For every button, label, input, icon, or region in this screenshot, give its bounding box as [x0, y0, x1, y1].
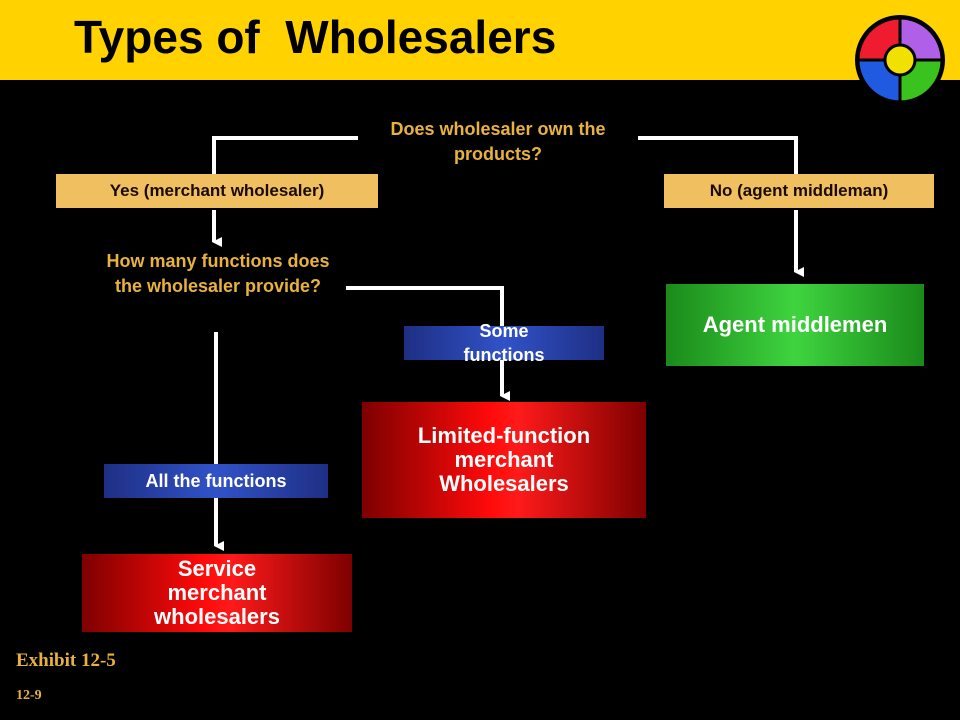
title-bar: Types of Wholesalers	[0, 0, 960, 80]
connector-to-no	[638, 136, 798, 178]
exhibit-label: Exhibit 12-5	[16, 650, 116, 671]
answer-some-functions-box: Some functions	[404, 321, 604, 365]
outcome-limited-function: Limited-function merchant Wholesalers	[362, 402, 646, 518]
outcome-service-merchant: Service merchant wholesalers	[82, 554, 352, 632]
question-ownership: Does wholesaler own the products?	[362, 117, 634, 167]
color-wheel-icon	[855, 15, 945, 105]
answer-all-functions-box: All the functions	[104, 464, 328, 498]
slide-title: Types of Wholesalers	[74, 11, 557, 63]
outcome-agent-middlemen: Agent middlemen	[666, 284, 924, 366]
connector-to-yes	[212, 136, 358, 178]
connector-to-some	[346, 286, 504, 326]
question-functions: How many functions does the wholesaler p…	[94, 249, 342, 299]
logo-center	[883, 43, 917, 77]
page-number: 12-9	[16, 688, 42, 703]
answer-no-box: No (agent middleman)	[664, 174, 934, 208]
answer-yes-box: Yes (merchant wholesaler)	[56, 174, 378, 208]
